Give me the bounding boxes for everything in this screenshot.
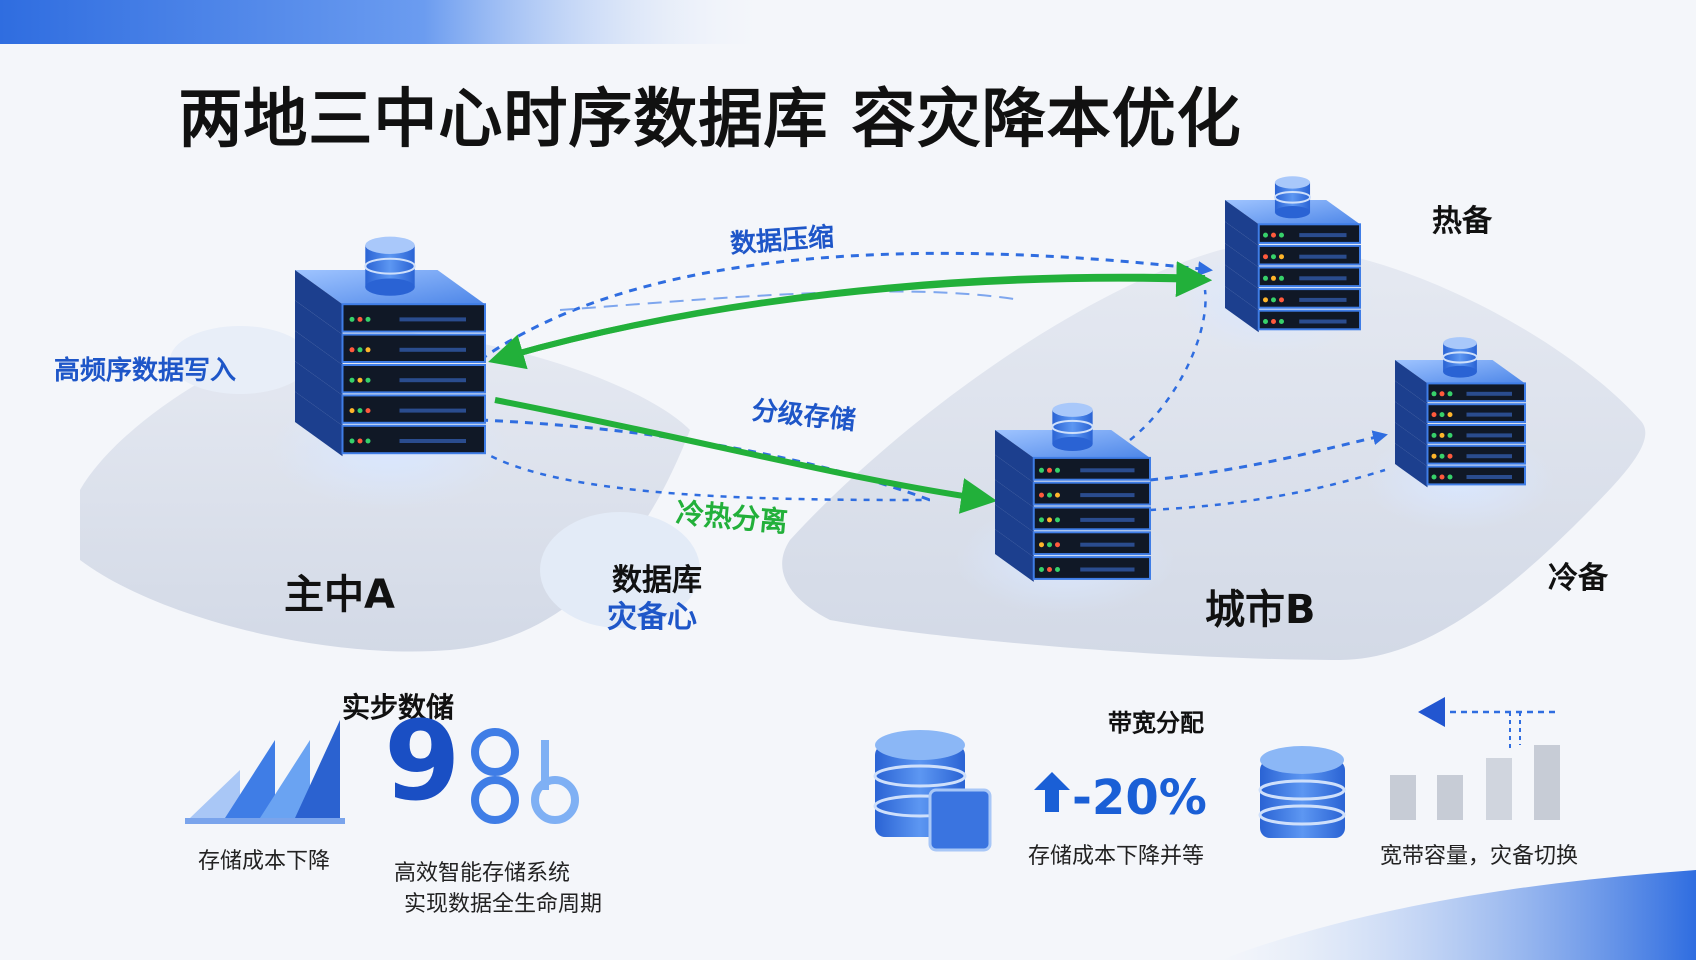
percent-value: -20% xyxy=(1072,770,1207,826)
label-city-b: 城市B xyxy=(1205,587,1316,633)
label-dr-line1: 数据库 xyxy=(612,563,702,598)
right-caption-2: 宽带容量，灾备切换 xyxy=(1380,844,1579,869)
server-stack-city-b xyxy=(995,402,1151,582)
server-stack-hot xyxy=(1225,176,1361,333)
bottom-right-heading: 带宽分配 xyxy=(1108,709,1204,737)
label-cold-backup: 冷备 xyxy=(1548,561,1608,596)
server-stack-center-a xyxy=(295,236,486,457)
label-write: 高频序数据写入 xyxy=(54,356,237,386)
database-icon xyxy=(873,730,992,852)
label-compress: 数据压缩 xyxy=(729,222,836,260)
up-arrow-icon xyxy=(1034,772,1070,812)
left-arrow-icon xyxy=(1418,697,1445,727)
bar-chart-icon xyxy=(1390,697,1560,820)
bottom-left-heading: 实步数储 xyxy=(342,691,455,724)
mid-caption-line1: 高效智能存储系统 xyxy=(394,861,571,886)
right-caption-1: 存储成本下降并等 xyxy=(1028,844,1205,869)
label-center-a: 主中A xyxy=(284,572,395,618)
bottom-left-caption: 存储成本下降 xyxy=(198,849,331,874)
bar-chart-icon xyxy=(185,720,345,824)
big-number: 9 xyxy=(384,697,461,825)
database-icon xyxy=(1258,746,1346,838)
server-stack-cold xyxy=(1395,337,1526,488)
label-hot-backup: 热备 xyxy=(1432,204,1492,239)
link-glyph-icon xyxy=(471,728,579,824)
page-title: 两地三中心时序数据库 容灾降本优化 xyxy=(178,83,1242,157)
label-dr-line2: 灾备心 xyxy=(607,600,697,635)
mid-caption-line2: 实现数据全生命周期 xyxy=(404,892,603,917)
